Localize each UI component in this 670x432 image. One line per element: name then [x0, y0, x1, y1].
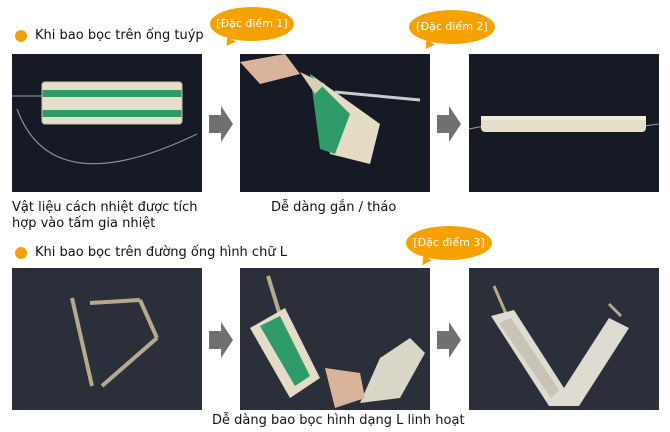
arrow-right-icon	[437, 106, 461, 142]
section1-bullet	[15, 30, 27, 42]
section1-heading: Khi bao bọc trên ống tuýp	[35, 28, 204, 43]
arrow-right-icon	[209, 322, 233, 358]
feature-badge-3-tail	[418, 254, 432, 269]
caption-integrated-insulation: Vật liệu cách nhiệt được tích hợp vào tấ…	[12, 200, 198, 231]
feature-badge-1-tail	[222, 35, 236, 50]
feature-badge-2: [Đặc điểm 2]	[409, 10, 495, 53]
photo-easy-attach-detach	[240, 54, 430, 192]
feature-badge-2-label: [Đặc điểm 2]	[416, 20, 488, 33]
photo-l-shaped-pipe	[12, 268, 202, 410]
photo-wrapped-tube	[469, 54, 659, 192]
feature-badge-2-tail	[421, 38, 435, 53]
feature-badge-1-label: [Đặc điểm 1]	[216, 17, 288, 30]
caption-easy-attach: Dễ dàng gắn / tháo	[271, 200, 397, 215]
photo-flexible-l-wrap	[469, 268, 659, 410]
photo-heater-with-insulation	[12, 54, 202, 192]
arrow-right-icon	[437, 322, 461, 358]
feature-badge-3-label: [Đặc điểm 3]	[413, 236, 485, 249]
feature-badge-1: [Đặc điểm 1]	[210, 7, 294, 50]
feature-badge-3: [Đặc điểm 3]	[406, 226, 492, 269]
section2-bullet	[15, 247, 27, 259]
photo-wrapping-l-shape	[240, 268, 430, 410]
arrow-right-icon	[209, 106, 233, 142]
caption-flexible-l-wrap: Dễ dàng bao bọc hình dạng L linh hoạt	[212, 413, 465, 428]
section2-heading: Khi bao bọc trên đường ống hình chữ L	[35, 245, 287, 260]
